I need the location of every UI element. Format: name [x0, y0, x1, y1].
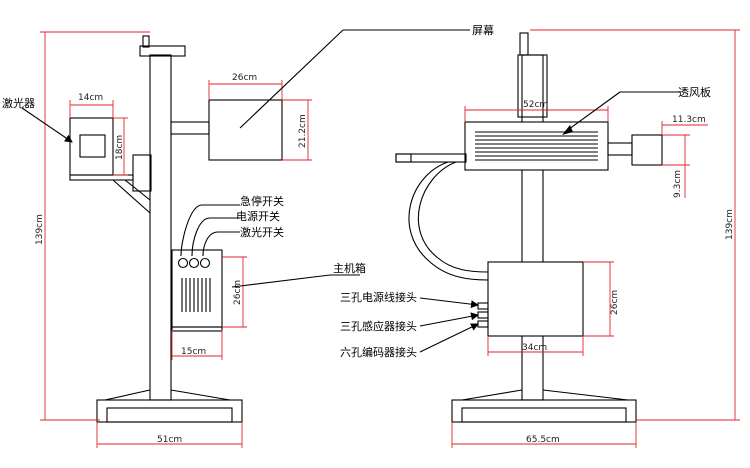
- dim-laser-height: 18cm: [115, 135, 125, 160]
- dim-right-box-height: 26cm: [610, 290, 620, 315]
- screen-box: [208, 99, 283, 161]
- dim-left-box-depth: 15cm: [181, 347, 206, 357]
- right-view: 52cm 11.3cm 9.3cm 139cm 26cm 34cm 65.5cm…: [340, 29, 740, 448]
- dim-left-box-height: 26cm: [233, 280, 243, 305]
- label-laser: 激光器: [2, 96, 35, 110]
- vent-panel-slats: [475, 131, 598, 161]
- dim-screen-height: 21.2cm: [298, 114, 308, 148]
- left-base: [96, 399, 243, 423]
- dim-right-total-height: 139cm: [725, 209, 735, 240]
- label-main-box: 主机箱: [333, 261, 366, 275]
- label-power-switch: 电源开关: [236, 209, 280, 223]
- screen-arm: [170, 121, 210, 135]
- fiber-cable: [408, 161, 489, 281]
- left-main-box: [171, 249, 223, 328]
- right-main-box: [487, 261, 584, 337]
- label-sensor-port: 三孔感应器接头: [340, 319, 417, 333]
- label-screen: 屏幕: [472, 23, 494, 37]
- laser-head: [631, 134, 663, 166]
- left-view: 14cm 18cm 26cm 21.2cm 139cm 26cm 15cm 51…: [2, 23, 494, 448]
- dim-right-box-width: 34cm: [522, 343, 547, 353]
- left-vent-slots: [181, 278, 211, 312]
- dim-vent-width: 52cm: [523, 100, 548, 110]
- right-top-cap: [519, 32, 529, 56]
- right-dimensions: [451, 29, 740, 448]
- label-vent-panel: 透风板: [678, 85, 711, 99]
- dim-head-depth: 11.3cm: [672, 115, 706, 125]
- dim-screen-width: 26cm: [232, 73, 257, 83]
- dim-head-height: 9.3cm: [673, 170, 683, 198]
- right-base: [451, 399, 637, 423]
- laser-holder: [69, 117, 114, 176]
- vent-panel: [464, 121, 609, 171]
- dim-laser-width: 14cm: [78, 93, 103, 103]
- dim-right-base-width: 65.5cm: [526, 435, 560, 445]
- label-laser-switch: 激光开关: [240, 225, 284, 239]
- label-emergency-stop: 急停开关: [240, 194, 284, 208]
- dim-left-base-width: 51cm: [157, 435, 182, 445]
- label-power-port: 三孔电源线接头: [340, 290, 417, 304]
- left-bracket: [132, 154, 152, 192]
- label-encoder-port: 六孔编码器接头: [340, 345, 417, 359]
- dim-left-total-height: 139cm: [35, 214, 45, 245]
- left-dimensions: [40, 31, 312, 448]
- left-top-cap: [139, 45, 186, 57]
- left-column: [149, 54, 172, 401]
